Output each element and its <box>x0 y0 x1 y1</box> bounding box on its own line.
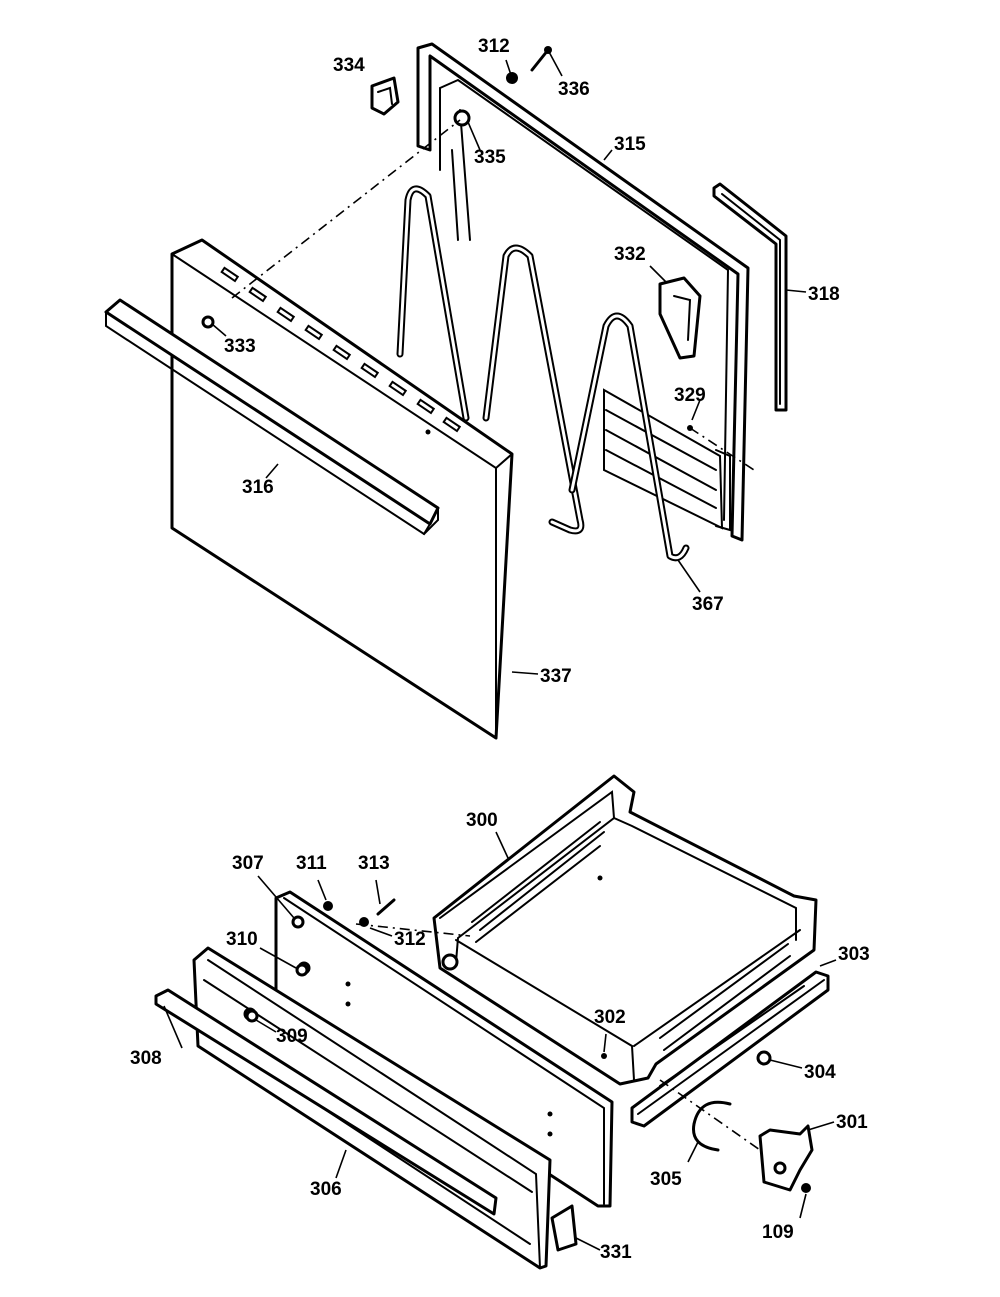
callout-315: 315 <box>614 134 646 155</box>
callout-316: 316 <box>242 477 274 498</box>
alignment-line-lower <box>355 923 471 937</box>
callout-308: 308 <box>130 1048 162 1069</box>
hinge-bracket-332 <box>658 276 702 360</box>
wire-rack-367 <box>396 185 690 562</box>
callout-304: 304 <box>804 1062 836 1083</box>
hole-309 <box>245 1009 259 1023</box>
callout-313: 313 <box>358 853 390 874</box>
callout-305: 305 <box>650 1169 682 1190</box>
fastener-335 <box>453 109 471 127</box>
callout-309: 309 <box>276 1026 308 1047</box>
slide-rail-303 <box>630 970 830 1128</box>
clip-334 <box>370 76 400 116</box>
drawer-body-300 <box>432 774 818 1086</box>
callout-312-bottom: 312 <box>394 929 426 950</box>
screw-313 <box>376 898 396 916</box>
callout-109: 109 <box>762 1222 794 1243</box>
door-gasket-318 <box>712 182 788 412</box>
callout-311: 311 <box>296 853 327 874</box>
alignment-line-upper <box>231 119 461 299</box>
callout-329: 329 <box>674 385 706 406</box>
callout-310: 310 <box>226 929 258 950</box>
bracket-301 <box>758 1124 814 1192</box>
callout-labels: 312 334 336 335 315 332 318 333 329 316 … <box>130 36 870 1263</box>
spring-clip-305 <box>692 1100 732 1152</box>
screw-109 <box>801 1183 811 1193</box>
callout-312-top: 312 <box>478 36 510 57</box>
callout-367: 367 <box>692 594 724 615</box>
callout-300: 300 <box>466 810 498 831</box>
door-handle-316 <box>104 298 440 536</box>
drawer-trim-308 <box>154 988 498 1216</box>
callout-332: 332 <box>614 244 646 265</box>
callout-331: 331 <box>600 1242 632 1263</box>
callout-301: 301 <box>836 1112 868 1133</box>
hole-310 <box>295 963 309 977</box>
screw-302 <box>601 1053 607 1059</box>
leader-lines-upper <box>211 49 807 675</box>
door-panel-337 <box>170 238 514 740</box>
callout-333: 333 <box>224 336 256 357</box>
callout-334: 334 <box>333 55 365 76</box>
callout-336: 336 <box>558 79 590 100</box>
alignment-line-329 <box>689 427 755 471</box>
callout-302: 302 <box>594 1007 626 1028</box>
screw-333 <box>201 315 215 329</box>
screw-336 <box>530 48 550 72</box>
callout-337: 337 <box>540 666 572 687</box>
leader-lines-lower <box>163 831 837 1251</box>
screw-311 <box>323 901 333 911</box>
callout-307: 307 <box>232 853 264 874</box>
callout-335: 335 <box>474 147 506 168</box>
callout-306: 306 <box>310 1179 342 1200</box>
callout-318: 318 <box>808 284 840 305</box>
callout-303: 303 <box>838 944 870 965</box>
nut-304 <box>756 1050 772 1066</box>
